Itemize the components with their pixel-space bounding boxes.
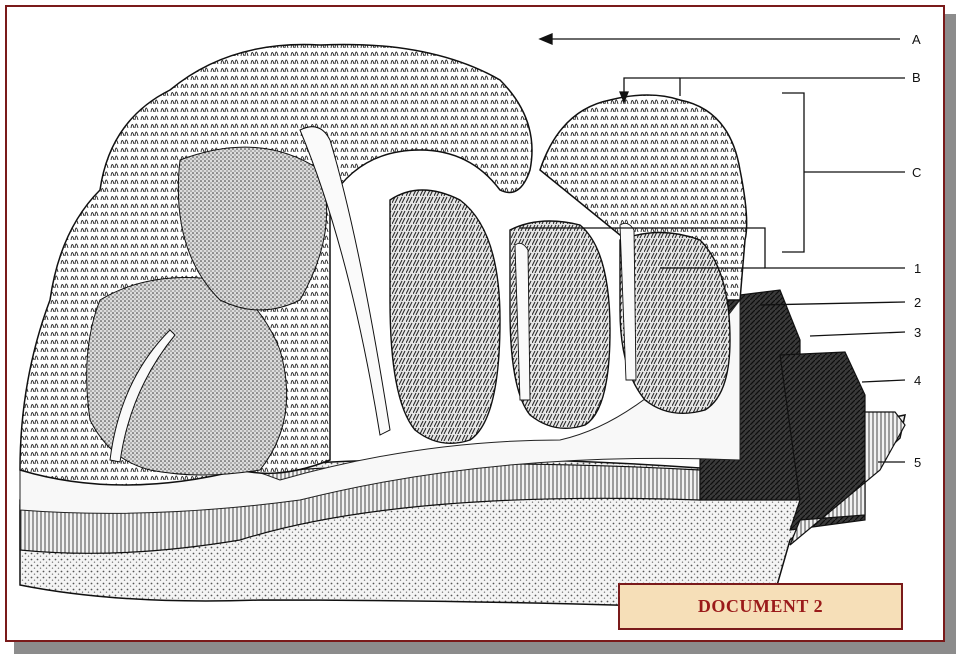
document-label: DOCUMENT 2 [698,596,823,617]
line-B2 [624,78,680,96]
crypt-3 [620,233,730,414]
arrowhead-A [540,34,552,44]
label-A: A [912,32,921,47]
crypt-1 [390,190,500,443]
label-3: 3 [914,325,921,340]
label-B: B [912,70,921,85]
line-4 [862,380,905,382]
label-1: 1 [914,261,921,276]
line-3 [810,332,905,336]
label-C: C [912,165,921,180]
label-4: 4 [914,373,921,388]
document-label-box: DOCUMENT 2 [618,583,903,630]
label-2: 2 [914,295,921,310]
bracket-C [782,93,804,252]
label-5: 5 [914,455,921,470]
